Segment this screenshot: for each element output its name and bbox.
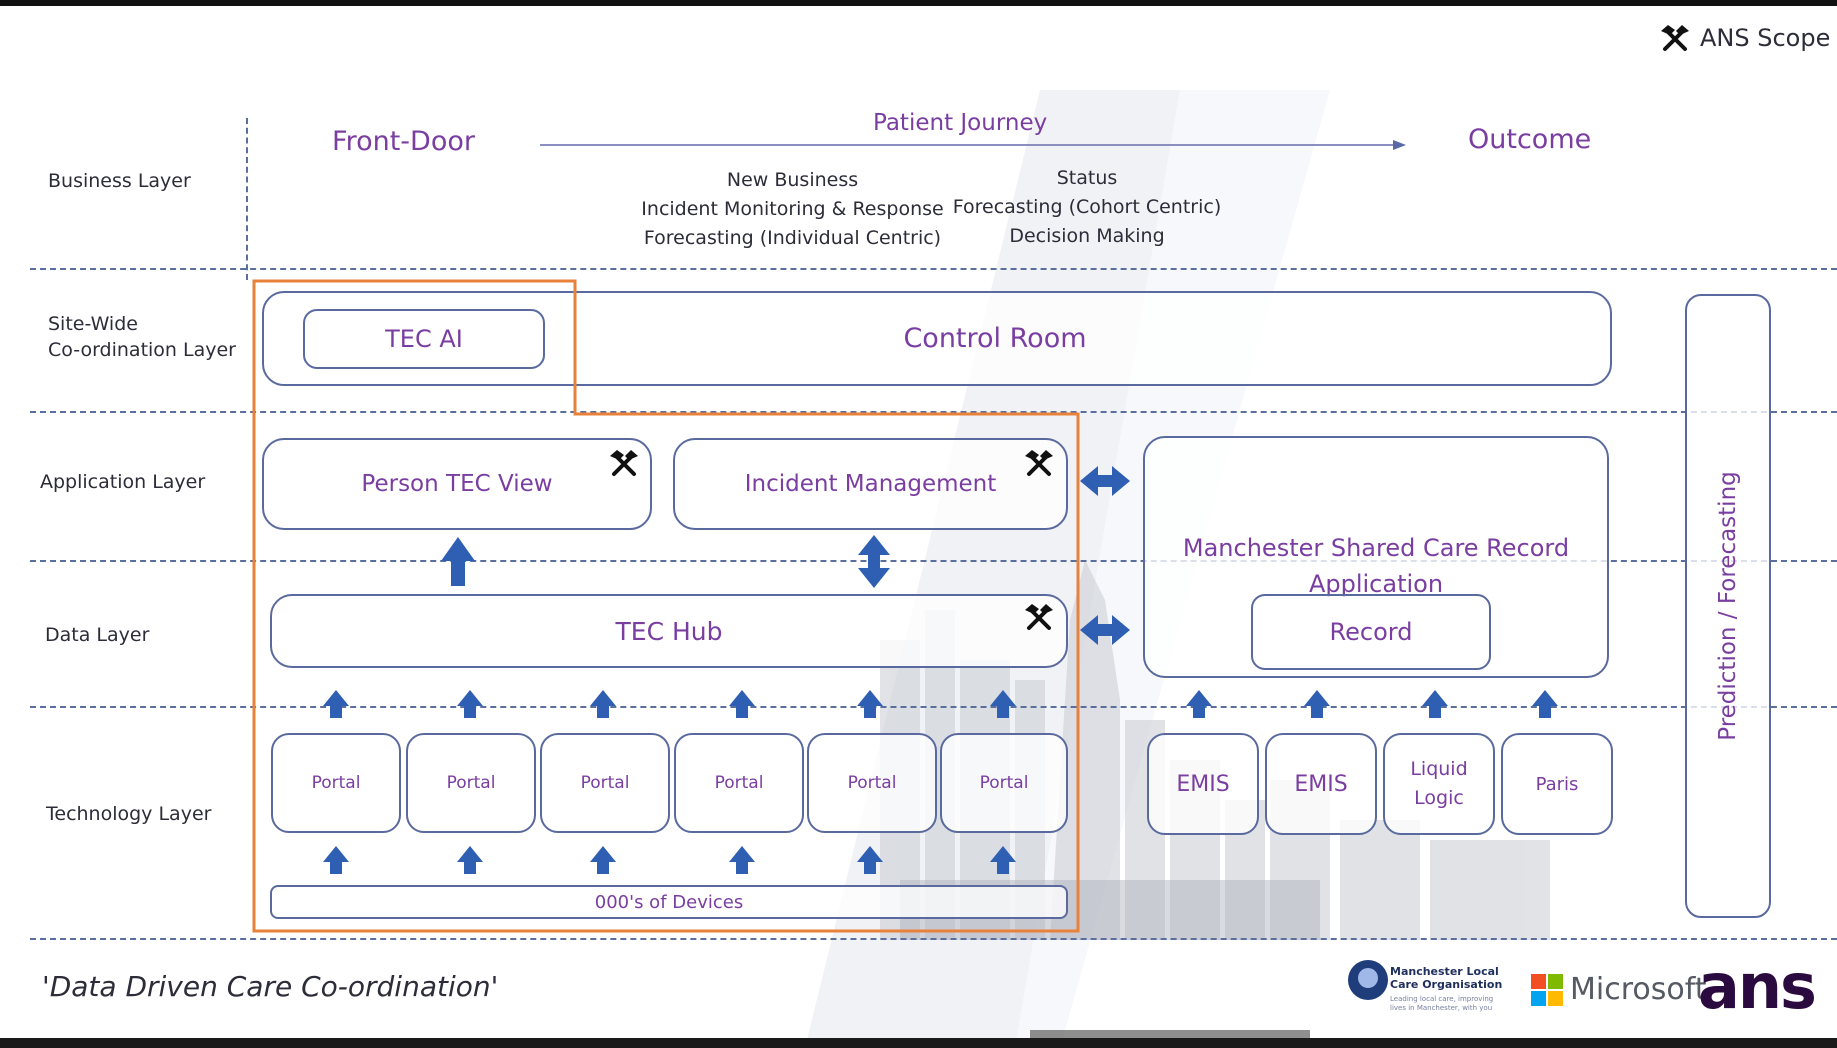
system-label: Paris bbox=[1535, 773, 1579, 795]
mscr-title-line: Manchester Shared Care Record bbox=[1182, 534, 1570, 562]
up-arrow bbox=[457, 690, 483, 718]
tec-hub-box: TEC Hub bbox=[270, 594, 1068, 668]
system-label: EMIS bbox=[1176, 771, 1230, 797]
record-box: Record bbox=[1251, 594, 1491, 670]
up-arrow bbox=[857, 846, 883, 874]
mlco-name-line: Care Organisation bbox=[1390, 978, 1503, 991]
front-door-label: Front-Door bbox=[332, 126, 475, 157]
double-arrow-vertical bbox=[858, 535, 890, 588]
double-arrow-horizontal bbox=[1080, 466, 1130, 496]
patient-journey-arrow bbox=[540, 140, 1406, 150]
microsoft-logo-text: Microsoft bbox=[1570, 972, 1707, 1007]
portal-box: Portal bbox=[271, 733, 401, 833]
tec-ai-label: TEC AI bbox=[385, 325, 463, 353]
ans-logo: ans bbox=[1698, 950, 1817, 1023]
microsoft-logo-icon bbox=[1531, 974, 1563, 1006]
business-item: Status bbox=[1056, 167, 1118, 189]
portal-box: Portal bbox=[674, 733, 804, 833]
devices-label: 000's of Devices bbox=[594, 891, 744, 913]
up-arrow bbox=[857, 690, 883, 718]
system-label: EMIS bbox=[1294, 771, 1348, 797]
up-arrow bbox=[441, 537, 475, 586]
portal-box: Portal bbox=[807, 733, 937, 833]
system-box-emis: EMIS bbox=[1265, 733, 1377, 835]
mlco-logo: Manchester Local Care Organisation Leadi… bbox=[1390, 965, 1520, 1013]
hammer-pick-icon bbox=[1025, 604, 1053, 630]
up-arrow bbox=[729, 846, 755, 874]
mlco-name-line: Manchester Local bbox=[1390, 965, 1499, 978]
up-arrow bbox=[1422, 690, 1448, 718]
up-arrow bbox=[457, 846, 483, 874]
person-tec-view-box: Person TEC View bbox=[262, 438, 652, 530]
system-box-emis: EMIS bbox=[1147, 733, 1259, 835]
up-arrow bbox=[323, 690, 349, 718]
record-label: Record bbox=[1329, 618, 1413, 646]
business-item: Decision Making bbox=[1009, 225, 1165, 247]
layer-divider bbox=[30, 560, 1837, 562]
tec-hub-label: TEC Hub bbox=[615, 616, 723, 646]
patient-journey-label: Patient Journey bbox=[873, 110, 1048, 136]
business-item: Incident Monitoring & Response bbox=[641, 198, 944, 220]
tec-ai-box: TEC AI bbox=[303, 309, 545, 369]
double-arrow-horizontal bbox=[1080, 615, 1130, 645]
business-item: Forecasting (Cohort Centric) bbox=[952, 196, 1222, 218]
portal-label: Portal bbox=[580, 773, 630, 793]
business-item: Forecasting (Individual Centric) bbox=[643, 227, 942, 249]
mlco-strap-line: lives in Manchester, with you bbox=[1390, 1004, 1493, 1012]
up-arrow bbox=[1186, 690, 1212, 718]
top-border bbox=[0, 0, 1837, 6]
hammer-pick-icon bbox=[610, 450, 638, 476]
up-arrow bbox=[590, 690, 616, 718]
portal-label: Portal bbox=[714, 773, 764, 793]
layer-divider bbox=[30, 411, 1837, 413]
layer-label-application: Application Layer bbox=[40, 471, 206, 493]
portal-label: Portal bbox=[446, 773, 496, 793]
control-room-label: Control Room bbox=[903, 323, 1087, 354]
system-label: Liquid Logic bbox=[1410, 758, 1468, 809]
up-arrow bbox=[1304, 690, 1330, 718]
portal-label: Portal bbox=[311, 773, 361, 793]
business-item: New Business bbox=[726, 169, 859, 191]
layer-divider-vertical bbox=[246, 118, 248, 280]
portal-label: Portal bbox=[979, 773, 1029, 793]
outcome-label: Outcome bbox=[1468, 124, 1592, 155]
layer-label-technology: Technology Layer bbox=[46, 803, 212, 825]
layer-label-business: Business Layer bbox=[48, 170, 191, 192]
tagline: 'Data Driven Care Co-ordination' bbox=[42, 970, 499, 1003]
person-tec-view-label: Person TEC View bbox=[361, 471, 553, 497]
up-arrow bbox=[590, 846, 616, 874]
layer-divider bbox=[30, 706, 1837, 708]
up-arrow bbox=[323, 846, 349, 874]
hammer-pick-icon bbox=[1661, 25, 1689, 51]
layer-label-data: Data Layer bbox=[45, 624, 150, 646]
portal-box: Portal bbox=[940, 733, 1068, 833]
hammer-pick-icon bbox=[1025, 450, 1053, 476]
up-arrow bbox=[990, 690, 1016, 718]
scope-label: ANS Scope bbox=[1700, 24, 1831, 52]
bottom-border bbox=[0, 1038, 1837, 1048]
up-arrow bbox=[729, 690, 755, 718]
layer-label-site-wide: Site-Wide Co-ordination Layer bbox=[48, 313, 236, 361]
mscr-title-line: Application bbox=[1308, 570, 1444, 598]
mlco-strap-line: Leading local care, improving bbox=[1390, 995, 1494, 1003]
up-arrow bbox=[990, 846, 1016, 874]
incident-management-box: Incident Management bbox=[673, 438, 1068, 530]
portal-label: Portal bbox=[847, 773, 897, 793]
prediction-forecasting-panel: Prediction / Forecasting bbox=[1685, 294, 1771, 918]
system-box-liquid-logic: Liquid Logic bbox=[1383, 733, 1495, 835]
system-box-paris: Paris bbox=[1501, 733, 1613, 835]
portal-box: Portal bbox=[406, 733, 536, 833]
business-capabilities-left: New Business Incident Monitoring & Respo… bbox=[630, 166, 955, 253]
incident-management-label: Incident Management bbox=[744, 471, 997, 497]
business-capabilities-right: Status Forecasting (Cohort Centric) Deci… bbox=[952, 164, 1222, 251]
portal-box: Portal bbox=[540, 733, 670, 833]
layer-divider bbox=[30, 938, 1837, 940]
layer-divider bbox=[30, 268, 1837, 270]
mlco-logo-icon bbox=[1348, 960, 1388, 1000]
devices-box: 000's of Devices bbox=[270, 885, 1068, 919]
up-arrow bbox=[1532, 690, 1558, 718]
